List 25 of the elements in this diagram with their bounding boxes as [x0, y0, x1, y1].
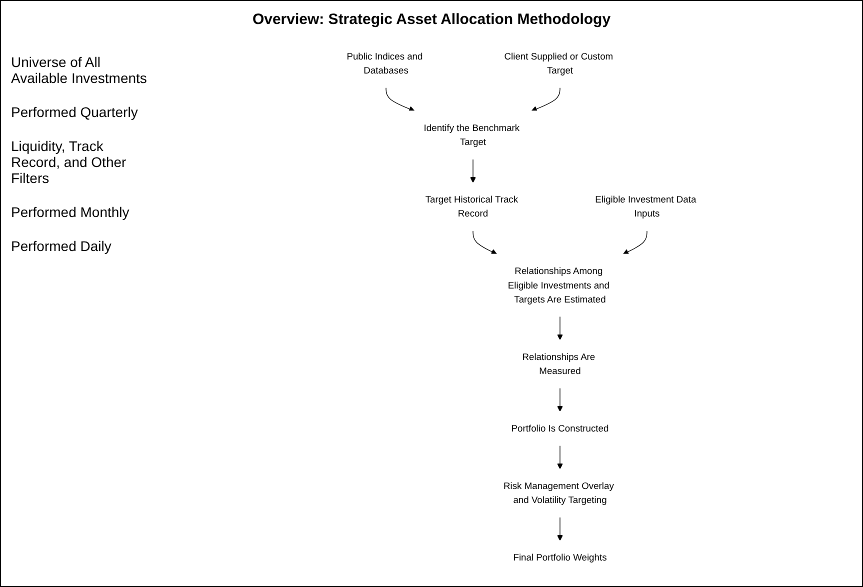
- arrow: [557, 388, 563, 412]
- note-text: Liquidity, Track Record, and Other Filters: [11, 138, 128, 186]
- node-text: Client Supplied or Custom Target: [504, 50, 614, 76]
- node-text: Relationships Are Measured: [522, 351, 596, 376]
- note-text: Performed Monthly: [11, 204, 130, 220]
- arrow: [622, 230, 648, 254]
- node-text: Target Historical Track Record: [425, 194, 518, 219]
- node-text: Public Indices and Databases: [346, 50, 423, 76]
- note-text: Performed Quarterly: [11, 104, 139, 120]
- diagram-title: Overview: Strategic Asset Allocation Methodology: [251, 11, 612, 28]
- arrow: [557, 516, 563, 541]
- node-text: Final Portfolio Weights: [513, 552, 607, 563]
- node-text: Identify the Benchmark Target: [424, 122, 520, 148]
- node-text: Eligible Investment Data Inputs: [595, 194, 696, 219]
- note-text: Performed Daily: [11, 238, 112, 254]
- arrow: [472, 230, 498, 254]
- arrow: [557, 445, 563, 470]
- arrow: [470, 158, 476, 183]
- arrow: [386, 87, 415, 112]
- node-text: Relationships Among Eligible Investments and Targets Are Estimated: [508, 266, 610, 304]
- arrow: [557, 316, 563, 340]
- node-text: Portfolio Is Constructed: [511, 422, 609, 434]
- node-text: Risk Management Overlay and Volatility Targeting: [504, 480, 614, 506]
- arrow: [531, 87, 560, 112]
- note-text: Universe of All Available Investments: [11, 54, 148, 86]
